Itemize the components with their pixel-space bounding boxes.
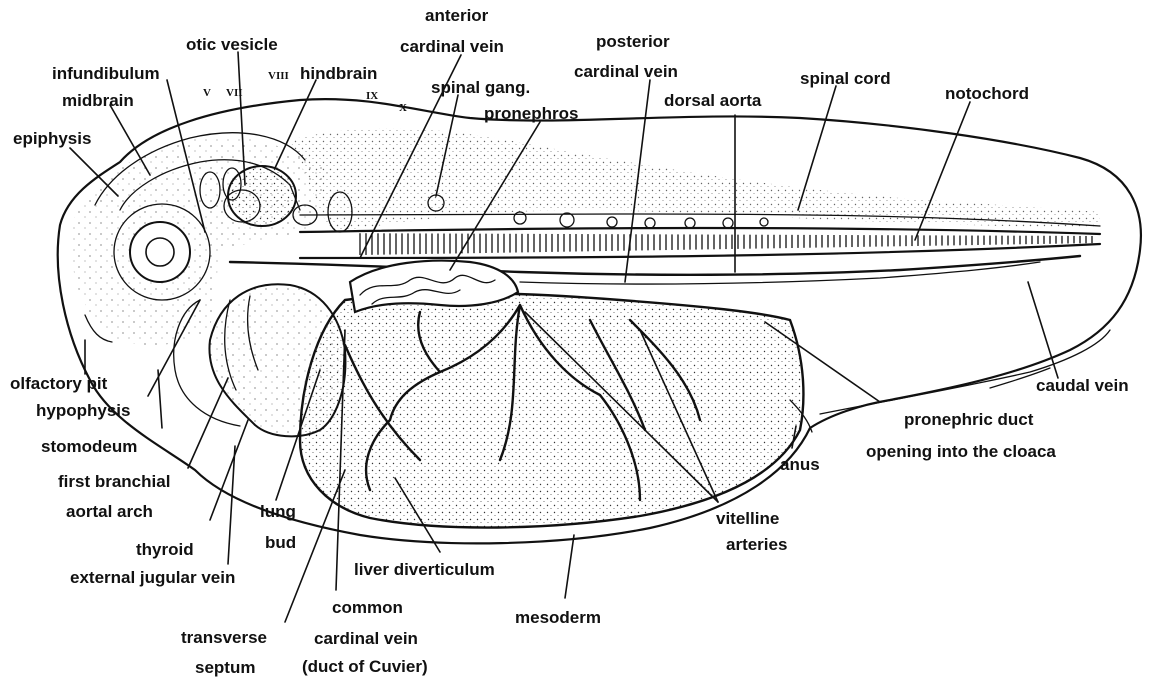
- numeral-ix: IX: [366, 90, 378, 102]
- label-common-cardinal-3: (duct of Cuvier): [302, 657, 428, 676]
- numeral-vii: VII: [226, 87, 243, 99]
- numeral-x: X: [399, 102, 407, 114]
- label-common-cardinal-2: cardinal vein: [314, 629, 418, 648]
- label-pronephric-duct-2: opening into the cloaca: [866, 442, 1056, 461]
- label-first-branchial-1: first branchial: [58, 472, 170, 491]
- notochord-upper: [300, 228, 1100, 234]
- label-posterior-cardinal-vein-1: posterior: [596, 32, 670, 51]
- label-arteries: arteries: [726, 535, 787, 554]
- label-mesoderm: mesoderm: [515, 608, 601, 627]
- label-caudal-vein: caudal vein: [1036, 376, 1129, 395]
- label-epiphysis: epiphysis: [13, 129, 91, 148]
- label-posterior-cardinal-vein-2: cardinal vein: [574, 62, 678, 81]
- label-vitelline: vitelline: [716, 509, 779, 528]
- label-pronephric-duct-1: pronephric duct: [904, 410, 1034, 429]
- heart-region: [209, 284, 345, 436]
- numeral-v: V: [203, 87, 211, 99]
- label-hypophysis: hypophysis: [36, 401, 130, 420]
- label-thyroid: thyroid: [136, 540, 194, 559]
- label-lung: lung: [260, 502, 296, 521]
- label-olfactory-pit: olfactory pit: [10, 374, 108, 393]
- label-common-cardinal-1: common: [332, 598, 403, 617]
- label-otic-vesicle: otic vesicle: [186, 35, 278, 54]
- dorsal-neural-band: [290, 128, 1100, 232]
- yolk-mass: [300, 293, 803, 527]
- label-notochord: notochord: [945, 84, 1029, 103]
- label-anterior-cardinal-vein-2: cardinal vein: [400, 37, 504, 56]
- label-infundibulum: infundibulum: [52, 64, 160, 83]
- label-liver-diverticulum: liver diverticulum: [354, 560, 495, 579]
- label-pronephros: pronephros: [484, 104, 578, 123]
- label-bud: bud: [265, 533, 296, 552]
- label-dorsal-aorta: dorsal aorta: [664, 91, 762, 110]
- embryo-drawing: [58, 99, 1141, 543]
- label-hindbrain: hindbrain: [300, 64, 377, 83]
- label-spinal-gang: spinal gang.: [431, 78, 530, 97]
- label-first-branchial-2: aortal arch: [66, 502, 153, 521]
- label-septum: septum: [195, 658, 255, 677]
- label-transverse: transverse: [181, 628, 267, 647]
- numeral-viii: VIII: [268, 70, 289, 82]
- label-anus: anus: [780, 455, 820, 474]
- label-anterior-cardinal-vein-1: anterior: [425, 6, 489, 25]
- label-midbrain: midbrain: [62, 91, 134, 110]
- label-external-jugular-vein: external jugular vein: [70, 568, 235, 587]
- label-spinal-cord: spinal cord: [800, 69, 891, 88]
- tail-fin-rim: [820, 330, 1110, 414]
- label-stomodeum: stomodeum: [41, 437, 137, 456]
